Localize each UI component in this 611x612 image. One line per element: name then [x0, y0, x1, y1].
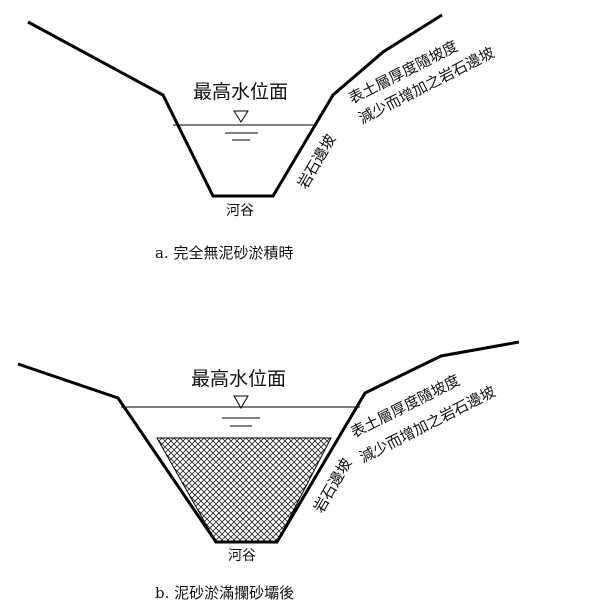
caption-b: b. 泥砂淤滿攔砂壩後	[155, 584, 294, 602]
valley-label-b: 河谷	[228, 548, 256, 564]
water-level-label-a: 最高水位面	[193, 81, 288, 103]
water-level-marker-icon-b	[234, 396, 248, 408]
rock-slope-label-a: 岩石邊坡	[294, 131, 340, 192]
panel-a: 最高水位面 表土層厚度隨坡度 減少而增加之岩石邊坡 岩石邊坡 河谷 a. 完全無…	[28, 15, 497, 262]
valley-label-a: 河谷	[226, 203, 254, 219]
water-level-marker-icon-a	[234, 111, 248, 122]
caption-a: a. 完全無泥砂淤積時	[155, 244, 293, 262]
water-level-label-b: 最高水位面	[191, 368, 286, 390]
sediment-fill	[157, 438, 331, 542]
panel-b: 最高水位面 表土層厚度隨坡度 減少而增加之岩石邊坡 岩石邊坡 河谷 b. 泥砂淤…	[18, 342, 519, 602]
